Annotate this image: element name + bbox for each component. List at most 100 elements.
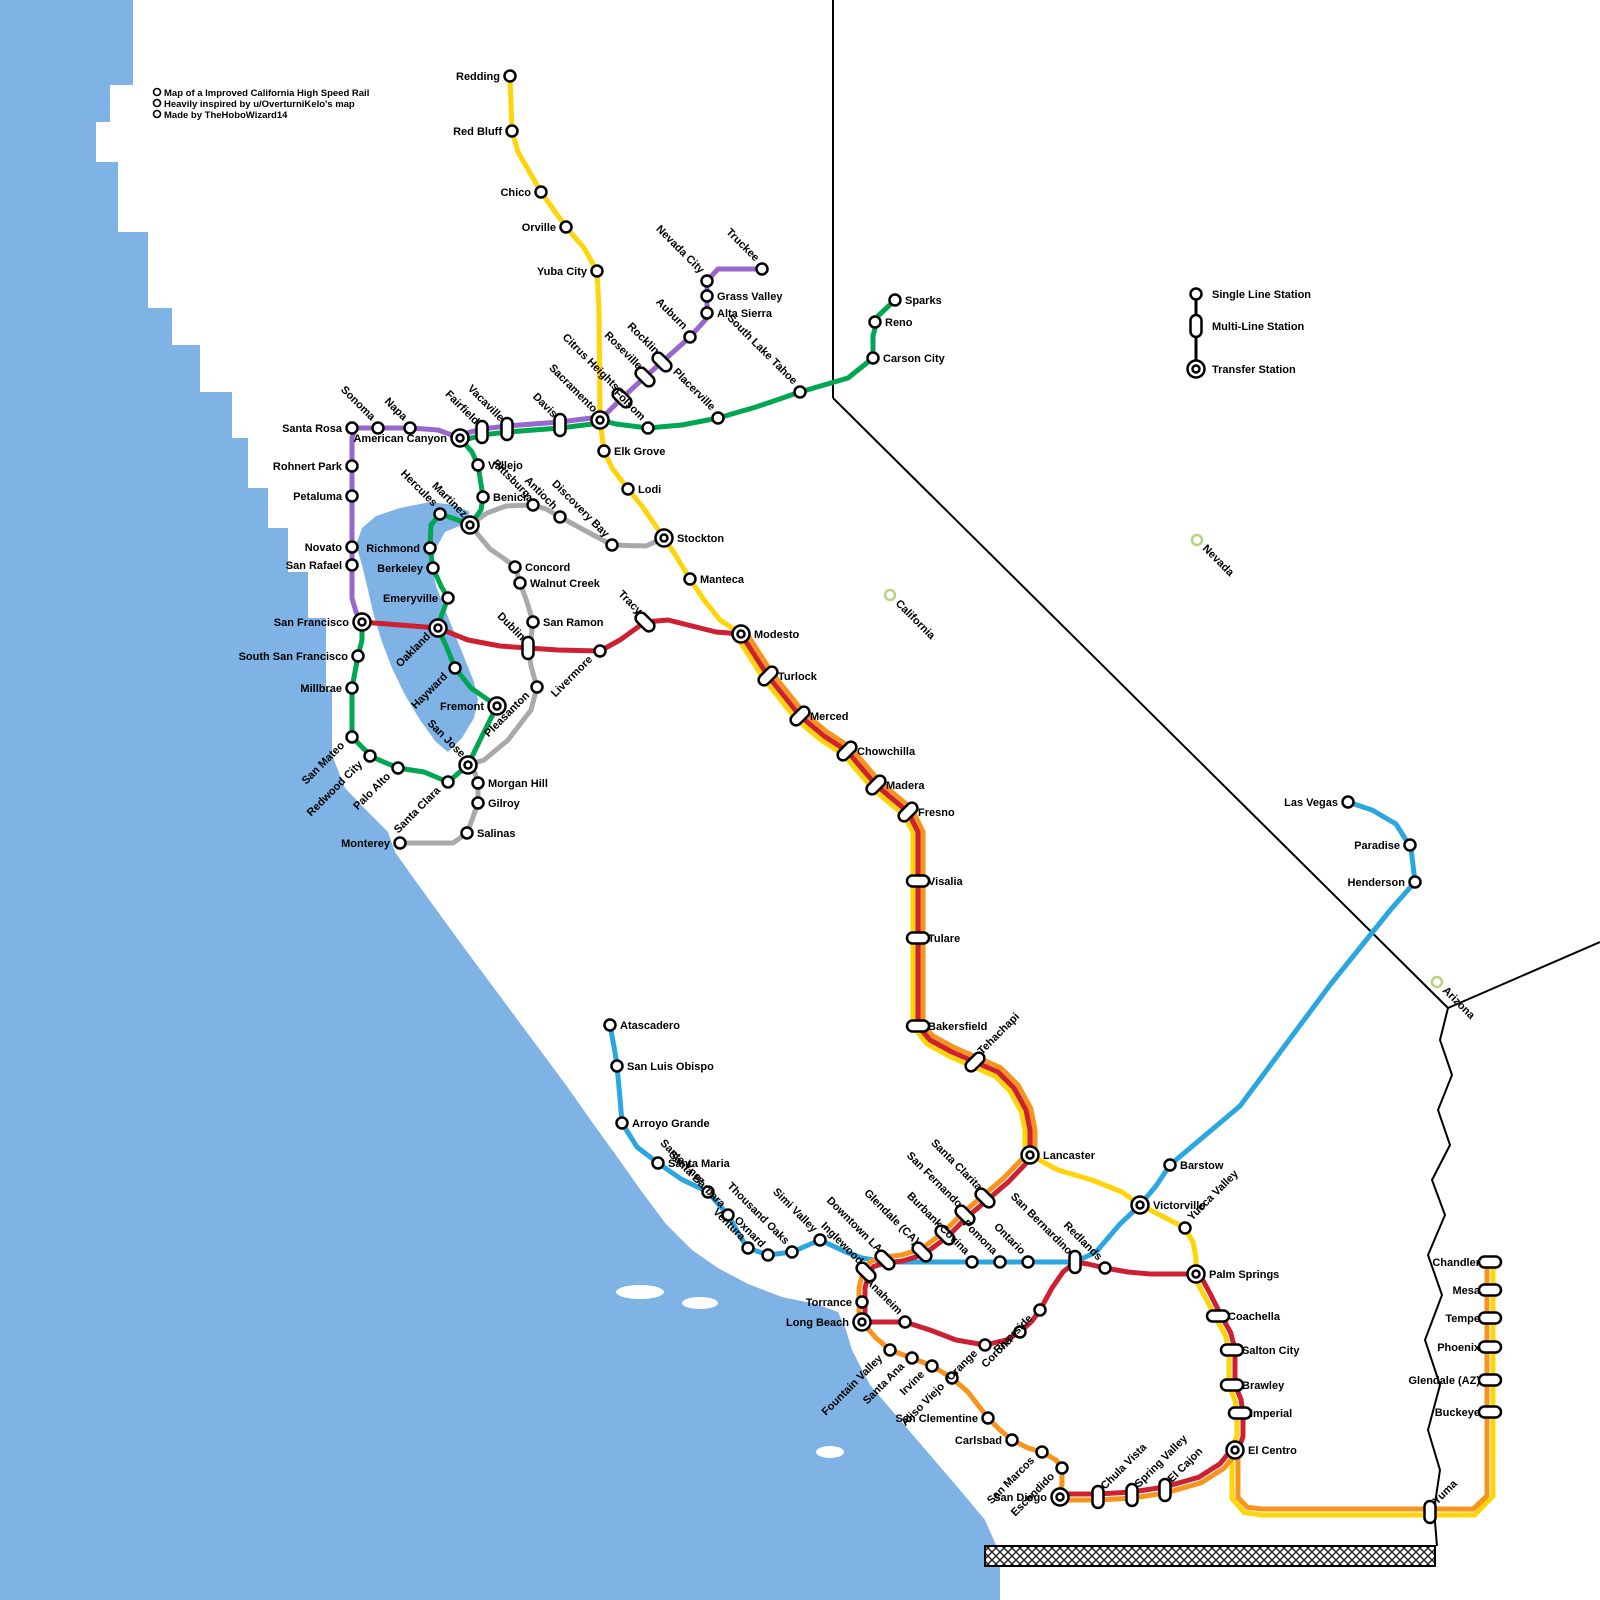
station-label-south-lake-tahoe: South Lake Tahoe: [724, 312, 799, 387]
station-santa-clarita: [974, 1187, 996, 1209]
station-label-atascadero: Atascadero: [620, 1020, 680, 1032]
island-0: [616, 1285, 664, 1299]
station-label-morgan-hill: Morgan Hill: [488, 778, 548, 790]
station-orange: [978, 1338, 992, 1352]
station-tulare: [905, 931, 931, 945]
state-border-3: [1423, 1007, 1454, 1547]
station-label-coachella: Coachella: [1228, 1311, 1281, 1323]
station-truckee: [755, 262, 769, 276]
station-label-yuba-city: Yuba City: [537, 266, 588, 278]
station-morgan-hill: [471, 776, 485, 790]
station-label-berkeley: Berkeley: [377, 563, 424, 575]
title-line-1: Heavily inspired by u/OverturniKelo's ma…: [164, 99, 355, 110]
station-label-las-vegas: Las Vegas: [1284, 797, 1338, 809]
station-label-walnut-creek: Walnut Creek: [530, 578, 601, 590]
station-mesa: [1477, 1283, 1503, 1297]
station-label-arroyo-grande: Arroyo Grande: [632, 1118, 710, 1130]
station-label-visalia: Visalia: [928, 876, 964, 888]
station-buckeye: [1477, 1405, 1503, 1419]
station-label-merced: Merced: [810, 711, 849, 723]
island-2: [816, 1446, 844, 1458]
station-label-carson-city: Carson City: [883, 353, 946, 365]
station-lodi: [621, 482, 635, 496]
rail-line-yellow-seg-4: [1229, 1259, 1496, 1518]
station-label-petaluma: Petaluma: [293, 491, 343, 503]
station-salton-city: [1219, 1343, 1245, 1357]
station-label-el-centro: El Centro: [1248, 1445, 1297, 1457]
station-label-san-francisco: San Francisco: [274, 617, 349, 629]
station-barstow: [1163, 1158, 1177, 1172]
station-alta-sierra: [700, 306, 714, 320]
station-redwood-city: [363, 749, 377, 763]
station-covina: [965, 1255, 979, 1269]
station-carson-city: [866, 351, 880, 365]
station-san-rafael: [345, 558, 359, 572]
station-label-long-beach: Long Beach: [786, 1317, 849, 1329]
station-label-mesa: Mesa: [1452, 1285, 1480, 1297]
station-american-canyon-inner: [455, 433, 465, 443]
title-line-0: Map of a Improved California High Speed …: [164, 88, 369, 99]
station-label-sonoma: Sonoma: [338, 384, 378, 424]
station-label-victorville: Victorville: [1153, 1200, 1205, 1212]
station-label-american-canyon: American Canyon: [353, 433, 447, 445]
station-vallejo: [471, 458, 485, 472]
station-turlock: [757, 665, 779, 687]
station-redlands: [1098, 1261, 1112, 1275]
station-bakersfield: [905, 1019, 931, 1033]
station-label-redding: Redding: [456, 71, 500, 83]
station-label-paradise: Paradise: [1354, 840, 1400, 852]
station-chandler: [1477, 1255, 1503, 1269]
title-bullet-1: [152, 98, 162, 108]
station-label-san-diego: San Diego: [993, 1492, 1047, 1504]
station-escondido: [1055, 1461, 1069, 1475]
station-riverside: [1033, 1303, 1047, 1317]
station-label-salton-city: Salton City: [1242, 1345, 1300, 1357]
station-fairfield: [475, 419, 489, 445]
station-chowchilla: [836, 740, 858, 762]
station-san-mateo: [345, 730, 359, 744]
station-placerville: [711, 411, 725, 425]
rail-line-yellow-seg-3: [1190, 1272, 1240, 1452]
station-tempe: [1477, 1311, 1503, 1325]
station-downtown-la: [874, 1249, 896, 1271]
station-salinas: [460, 826, 474, 840]
rail-line-yellow-seg-2: [1027, 1152, 1199, 1277]
legend-symbol-multi-line-station: [1189, 313, 1203, 339]
station-san-ramon: [526, 615, 540, 629]
station-richmond: [423, 541, 437, 555]
station-palo-alto: [391, 761, 405, 775]
station-pittsburg: [526, 498, 540, 512]
station-label-chandler: Chandler: [1432, 1257, 1480, 1269]
station-visalia: [905, 874, 931, 888]
mexico-border: [984, 1545, 1436, 1567]
station-simi-valley: [813, 1233, 827, 1247]
station-novato: [345, 540, 359, 554]
station-santa-ynez: [701, 1185, 715, 1199]
station-label-stockton: Stockton: [677, 533, 724, 545]
pacific-ocean: [0, 0, 1000, 1600]
state-label-nevada: Nevada: [1200, 543, 1237, 580]
station-berkeley: [426, 561, 440, 575]
station-label-lancaster: Lancaster: [1043, 1150, 1096, 1162]
station-oxnard: [761, 1248, 775, 1262]
station-manteca: [683, 572, 697, 586]
station-tehachapi: [964, 1051, 986, 1073]
station-discovery-bay: [605, 538, 619, 552]
state-marker-california: [883, 588, 897, 602]
station-santa-ana: [905, 1351, 919, 1365]
title-bullet-2: [152, 109, 162, 119]
station-label-santa-rosa: Santa Rosa: [282, 423, 343, 435]
station-label-yucca-valley: Yucca Valley: [1186, 1167, 1242, 1223]
station-aliso-viejo: [945, 1371, 959, 1385]
station-label-nevada-city: Nevada City: [653, 223, 707, 277]
station-label-placerville: Placerville: [670, 366, 717, 413]
station-label-palm-springs: Palm Springs: [1209, 1269, 1279, 1281]
legend-label-single-line-station: Single Line Station: [1212, 289, 1311, 301]
station-label-santa-maria: Santa Maria: [668, 1158, 731, 1170]
station-label-madera: Madera: [886, 780, 925, 792]
station-santa-barbara: [721, 1208, 735, 1222]
station-label-lodi: Lodi: [638, 484, 661, 496]
station-label-discovery-bay: Discovery Bay: [549, 478, 612, 541]
title-bullet-0: [152, 87, 162, 97]
